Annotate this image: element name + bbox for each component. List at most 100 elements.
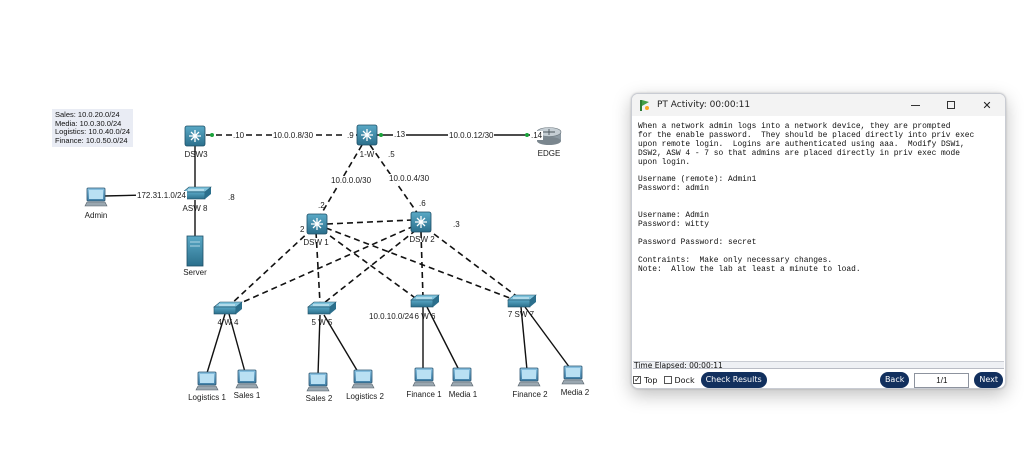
minimize-button[interactable] bbox=[897, 94, 933, 116]
top-checkbox[interactable]: ✓ Top bbox=[633, 376, 658, 385]
link-label: 10.0.0.4/30 bbox=[388, 174, 431, 183]
dock-checkbox-label: Dock bbox=[674, 375, 695, 385]
note-line: Finance: 10.0.50.0/24 bbox=[55, 135, 128, 145]
note-line: Sales: 10.0.20.0/24 bbox=[55, 110, 120, 119]
next-button[interactable]: Next bbox=[974, 372, 1003, 388]
page-indicator[interactable]: 1/1 bbox=[914, 372, 970, 388]
device-admin-label[interactable]: Admin bbox=[84, 211, 108, 220]
link-label: .6 bbox=[419, 199, 426, 208]
link-label: .13 bbox=[393, 130, 407, 139]
link-label: .10 bbox=[232, 131, 246, 140]
dock-checkbox[interactable]: Dock bbox=[663, 375, 695, 385]
topology-links-layer bbox=[84, 124, 585, 392]
device-asw6-label[interactable]: 6 W 6 bbox=[414, 312, 436, 321]
device-logistics1[interactable] bbox=[195, 371, 219, 391]
pt-activity-window[interactable]: PT Activity: 00:00:11 ✕ When a network a… bbox=[631, 93, 1006, 389]
back-button[interactable]: Back bbox=[879, 372, 910, 388]
device-server-label[interactable]: Server bbox=[183, 268, 207, 277]
device-admin[interactable] bbox=[84, 187, 108, 207]
link-dsw2-asw6 bbox=[420, 231, 424, 299]
link-dsw1-asw7 bbox=[325, 227, 516, 301]
minimize-icon bbox=[910, 104, 920, 106]
device-dsw1-label[interactable]: DSW 1 bbox=[303, 238, 329, 247]
instructions-text: When a network admin logs into a network… bbox=[638, 122, 975, 274]
packet-tracer-app-icon bbox=[638, 99, 651, 112]
network-topology-canvas[interactable]: Sales: 10.0.20.0/24 Media: 10.0.30.0/24 … bbox=[0, 0, 620, 454]
device-dsw2[interactable] bbox=[410, 211, 432, 233]
link-asw4-sales1 bbox=[228, 313, 246, 373]
device-sales1-label[interactable]: Sales 1 bbox=[233, 391, 261, 400]
maximize-icon bbox=[947, 101, 955, 109]
link-asw5-sales2 bbox=[317, 314, 321, 376]
device-asw4[interactable] bbox=[213, 301, 243, 315]
link-dsw1-asw6 bbox=[321, 229, 419, 301]
device-asw5-label[interactable]: 5 W 5 bbox=[311, 318, 333, 327]
device-finance1-label[interactable]: Finance 1 bbox=[406, 390, 442, 399]
top-checkbox-label: Top bbox=[644, 375, 658, 385]
device-sales2[interactable] bbox=[306, 372, 330, 392]
dock-checkbox-box[interactable] bbox=[663, 376, 672, 384]
device-sales1[interactable] bbox=[235, 369, 259, 389]
device-finance2-label[interactable]: Finance 2 bbox=[512, 390, 548, 399]
device-asw4-label[interactable]: 4 W 4 bbox=[217, 318, 239, 327]
link-asw7-media2 bbox=[524, 306, 571, 369]
subnet-note: Sales: 10.0.20.0/24 Media: 10.0.30.0/24 … bbox=[52, 109, 134, 148]
maximize-button[interactable] bbox=[933, 94, 969, 116]
note-line: Media: 10.0.30.0/24 bbox=[55, 118, 122, 128]
device-asw7-label[interactable]: 7 SW 7 bbox=[507, 310, 535, 319]
device-dsw2-label[interactable]: DSW 2 bbox=[409, 235, 435, 244]
link-label: 10.0.0.12/30 bbox=[448, 131, 495, 140]
device-media2[interactable] bbox=[561, 365, 585, 385]
link-label: .9 bbox=[346, 131, 355, 140]
link-label: .2 bbox=[318, 201, 325, 210]
time-elapsed: Time Elapsed: 00:00:11 bbox=[633, 361, 1004, 369]
link-label: 172.31.1.0/24 bbox=[136, 191, 187, 200]
device-server[interactable] bbox=[186, 235, 204, 267]
device-logistics1-label[interactable]: Logistics 1 bbox=[188, 393, 226, 402]
device-media1-label[interactable]: Media 1 bbox=[448, 390, 478, 399]
device-finance1[interactable] bbox=[412, 367, 436, 387]
link-dsw1-dsw2 bbox=[326, 219, 413, 225]
link-dsw1-asw5 bbox=[315, 231, 321, 304]
check-results-button[interactable]: Check Results bbox=[700, 372, 767, 388]
top-checkbox-box[interactable]: ✓ bbox=[633, 375, 641, 384]
device-logistics2[interactable] bbox=[351, 369, 375, 389]
device-asw7[interactable] bbox=[507, 294, 537, 308]
link-label: 2 bbox=[300, 225, 305, 234]
device-logistics2-label[interactable]: Logistics 2 bbox=[346, 392, 384, 401]
link-asw5-log2 bbox=[323, 314, 359, 373]
link-label: .5 bbox=[387, 150, 396, 159]
link-label: .3 bbox=[453, 220, 460, 229]
link-dsw1-asw4 bbox=[229, 228, 313, 306]
link-dsw2-asw5 bbox=[323, 229, 417, 304]
close-button[interactable]: ✕ bbox=[982, 98, 992, 112]
device-dsw3[interactable] bbox=[184, 125, 206, 147]
device-asw8[interactable] bbox=[182, 186, 212, 200]
link-label: .8 bbox=[228, 193, 235, 202]
device-dsw3-label[interactable]: DSW3 bbox=[184, 150, 208, 159]
device-edge-label[interactable]: EDGE bbox=[537, 149, 561, 158]
device-media1[interactable] bbox=[450, 367, 474, 387]
link-label: .14 bbox=[530, 131, 544, 140]
device-core-label[interactable]: 1-W bbox=[359, 150, 375, 159]
device-dsw1[interactable] bbox=[306, 213, 328, 235]
device-asw8-label[interactable]: ASW 8 bbox=[182, 204, 208, 213]
activity-bottom-bar: ✓ Top Dock Check Results Back 1/1 Next bbox=[632, 370, 1005, 388]
device-core[interactable] bbox=[356, 124, 378, 146]
link-asw4-log1 bbox=[206, 313, 226, 374]
window-title: PT Activity: 00:00:11 bbox=[657, 100, 751, 110]
link-asw6-media1 bbox=[426, 306, 460, 371]
link-label: 10.0.0.0/30 bbox=[330, 176, 373, 185]
link-label: 10.0.10.0/24 bbox=[368, 312, 415, 321]
link-label: 10.0.0.8/30 bbox=[272, 131, 315, 140]
link-asw7-fin2 bbox=[520, 306, 528, 371]
link-dsw2-asw7 bbox=[425, 227, 520, 299]
window-titlebar[interactable]: PT Activity: 00:00:11 ✕ bbox=[632, 94, 1005, 116]
device-asw6[interactable] bbox=[410, 294, 440, 308]
link-dsw2-asw4 bbox=[233, 225, 415, 307]
device-media2-label[interactable]: Media 2 bbox=[560, 388, 590, 397]
device-sales2-label[interactable]: Sales 2 bbox=[305, 394, 333, 403]
device-asw5[interactable] bbox=[307, 301, 337, 315]
device-finance2[interactable] bbox=[517, 367, 541, 387]
instructions-panel[interactable]: When a network admin logs into a network… bbox=[633, 117, 1004, 360]
